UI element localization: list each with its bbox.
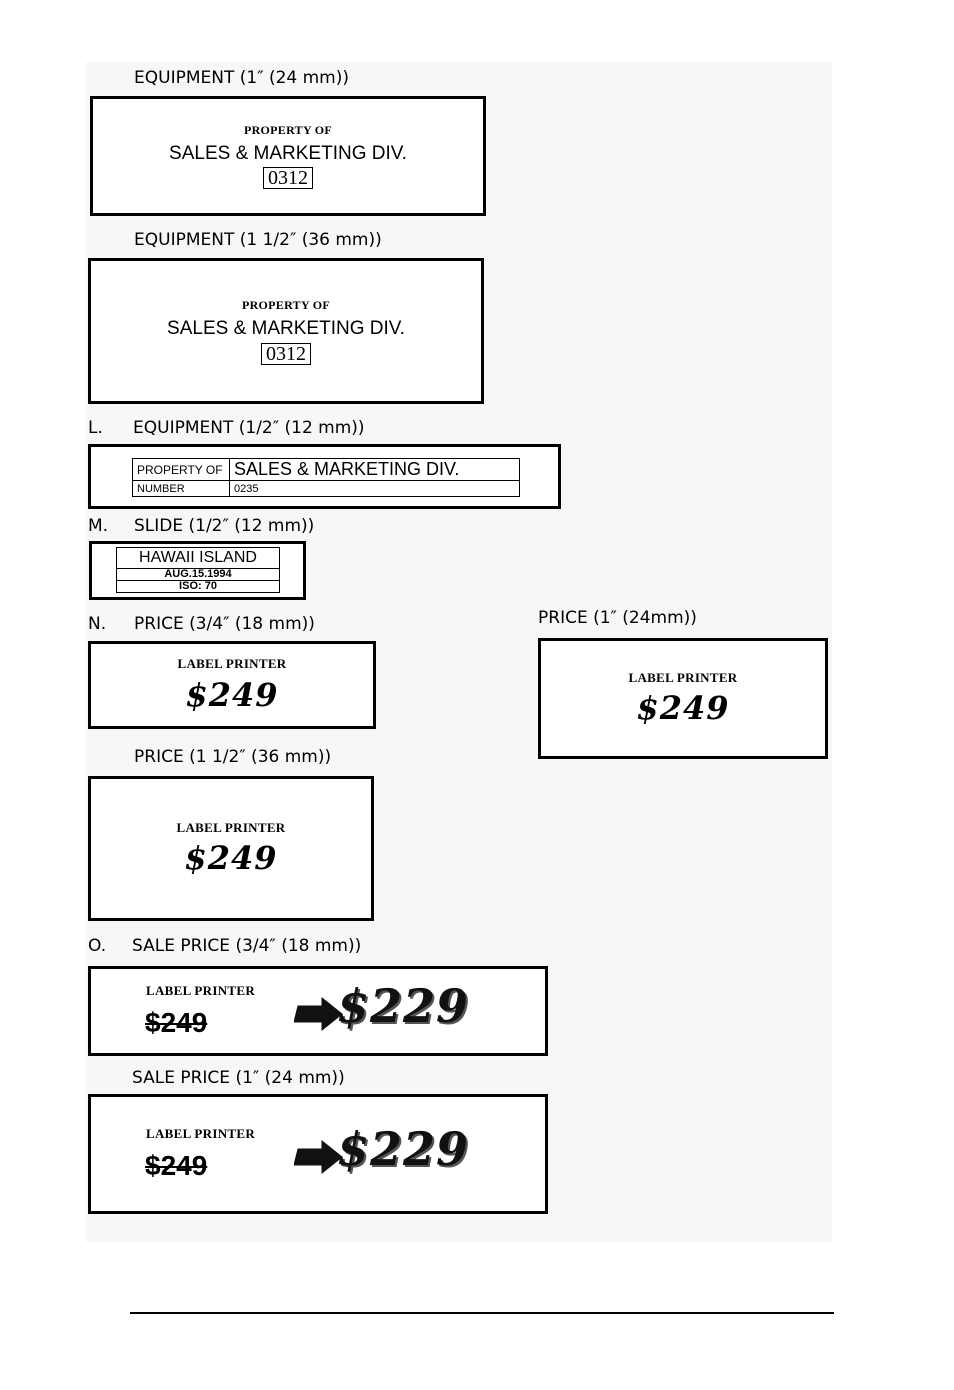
new-price: $229: [337, 979, 470, 1033]
label-small-text: LABEL PRINTER: [146, 1126, 256, 1141]
label-number-box: 0312: [261, 343, 311, 365]
label-equipment-1in: PROPERTY OF SALES & MARKETING DIV. 0312: [90, 96, 486, 216]
old-price: $249: [145, 1150, 208, 1181]
label-price-3-4: LABEL PRINTER $249: [88, 641, 376, 729]
label-small-text: LABEL PRINTER: [176, 820, 286, 835]
section-letter-m: M.: [88, 516, 109, 536]
slide-line1: HAWAII ISLAND: [116, 547, 280, 569]
caption-sale-3-4: SALE PRICE (3/4″ (18 mm)): [132, 936, 362, 956]
label-price: $249: [636, 689, 730, 727]
caption-slide: SLIDE (1/2″ (12 mm)): [134, 516, 315, 536]
cell-property: PROPERTY OF: [132, 458, 230, 481]
cell-main: SALES & MARKETING DIV.: [229, 458, 520, 481]
caption-equipment-half: EQUIPMENT (1/2″ (12 mm)): [133, 418, 365, 438]
label-small-text: PROPERTY OF: [243, 123, 333, 137]
footer-rule: [130, 1312, 834, 1314]
label-main-text: SALES & MARKETING DIV.: [169, 143, 407, 164]
label-price-1in: LABEL PRINTER $249: [538, 638, 828, 759]
cell-number-label: NUMBER: [132, 480, 230, 497]
label-price: $249: [184, 839, 278, 877]
caption-price-1-5in: PRICE (1 1/2″ (36 mm)): [134, 747, 332, 767]
caption-sale-1in: SALE PRICE (1″ (24 mm)): [132, 1068, 345, 1088]
caption-price-1in: PRICE (1″ (24mm)): [538, 608, 697, 628]
label-small-text: LABEL PRINTER: [146, 983, 256, 998]
label-number-box: 0312: [263, 167, 313, 189]
label-table: PROPERTY OF SALES & MARKETING DIV. NUMBE…: [132, 458, 520, 497]
right-arrow-icon: [294, 997, 343, 1031]
label-equipment-1-5in: PROPERTY OF SALES & MARKETING DIV. 0312: [88, 258, 484, 404]
slide-line3: ISO: 70: [116, 580, 280, 593]
label-small-text: PROPERTY OF: [241, 298, 331, 312]
section-letter-n: N.: [88, 614, 107, 634]
label-price: $249: [185, 676, 279, 714]
label-small-text: LABEL PRINTER: [177, 656, 287, 671]
right-arrow-icon: [294, 1140, 343, 1174]
caption-equipment-1in: EQUIPMENT (1″ (24 mm)): [134, 68, 349, 88]
slide-line2: AUG.15.1994: [116, 568, 280, 581]
label-small-text: LABEL PRINTER: [628, 670, 738, 685]
cell-number: 0235: [229, 480, 520, 497]
new-price: $229: [337, 1122, 470, 1176]
slide-table: HAWAII ISLAND AUG.15.1994 ISO: 70: [116, 547, 280, 593]
section-letter-l: L.: [88, 418, 103, 438]
label-equipment-half: PROPERTY OF SALES & MARKETING DIV. NUMBE…: [88, 444, 561, 509]
caption-equipment-1-5in: EQUIPMENT (1 1/2″ (36 mm)): [134, 230, 382, 250]
old-price: $249: [145, 1007, 208, 1038]
label-sale-1in: LABEL PRINTER $249 $229: [88, 1094, 548, 1214]
label-sale-3-4: LABEL PRINTER $249 $229: [88, 966, 548, 1056]
label-price-1-5in: LABEL PRINTER $249: [88, 776, 374, 921]
label-main-text: SALES & MARKETING DIV.: [167, 318, 405, 339]
section-letter-o: O.: [88, 936, 107, 956]
label-slide: HAWAII ISLAND AUG.15.1994 ISO: 70: [89, 541, 306, 600]
caption-price-3-4: PRICE (3/4″ (18 mm)): [134, 614, 315, 634]
